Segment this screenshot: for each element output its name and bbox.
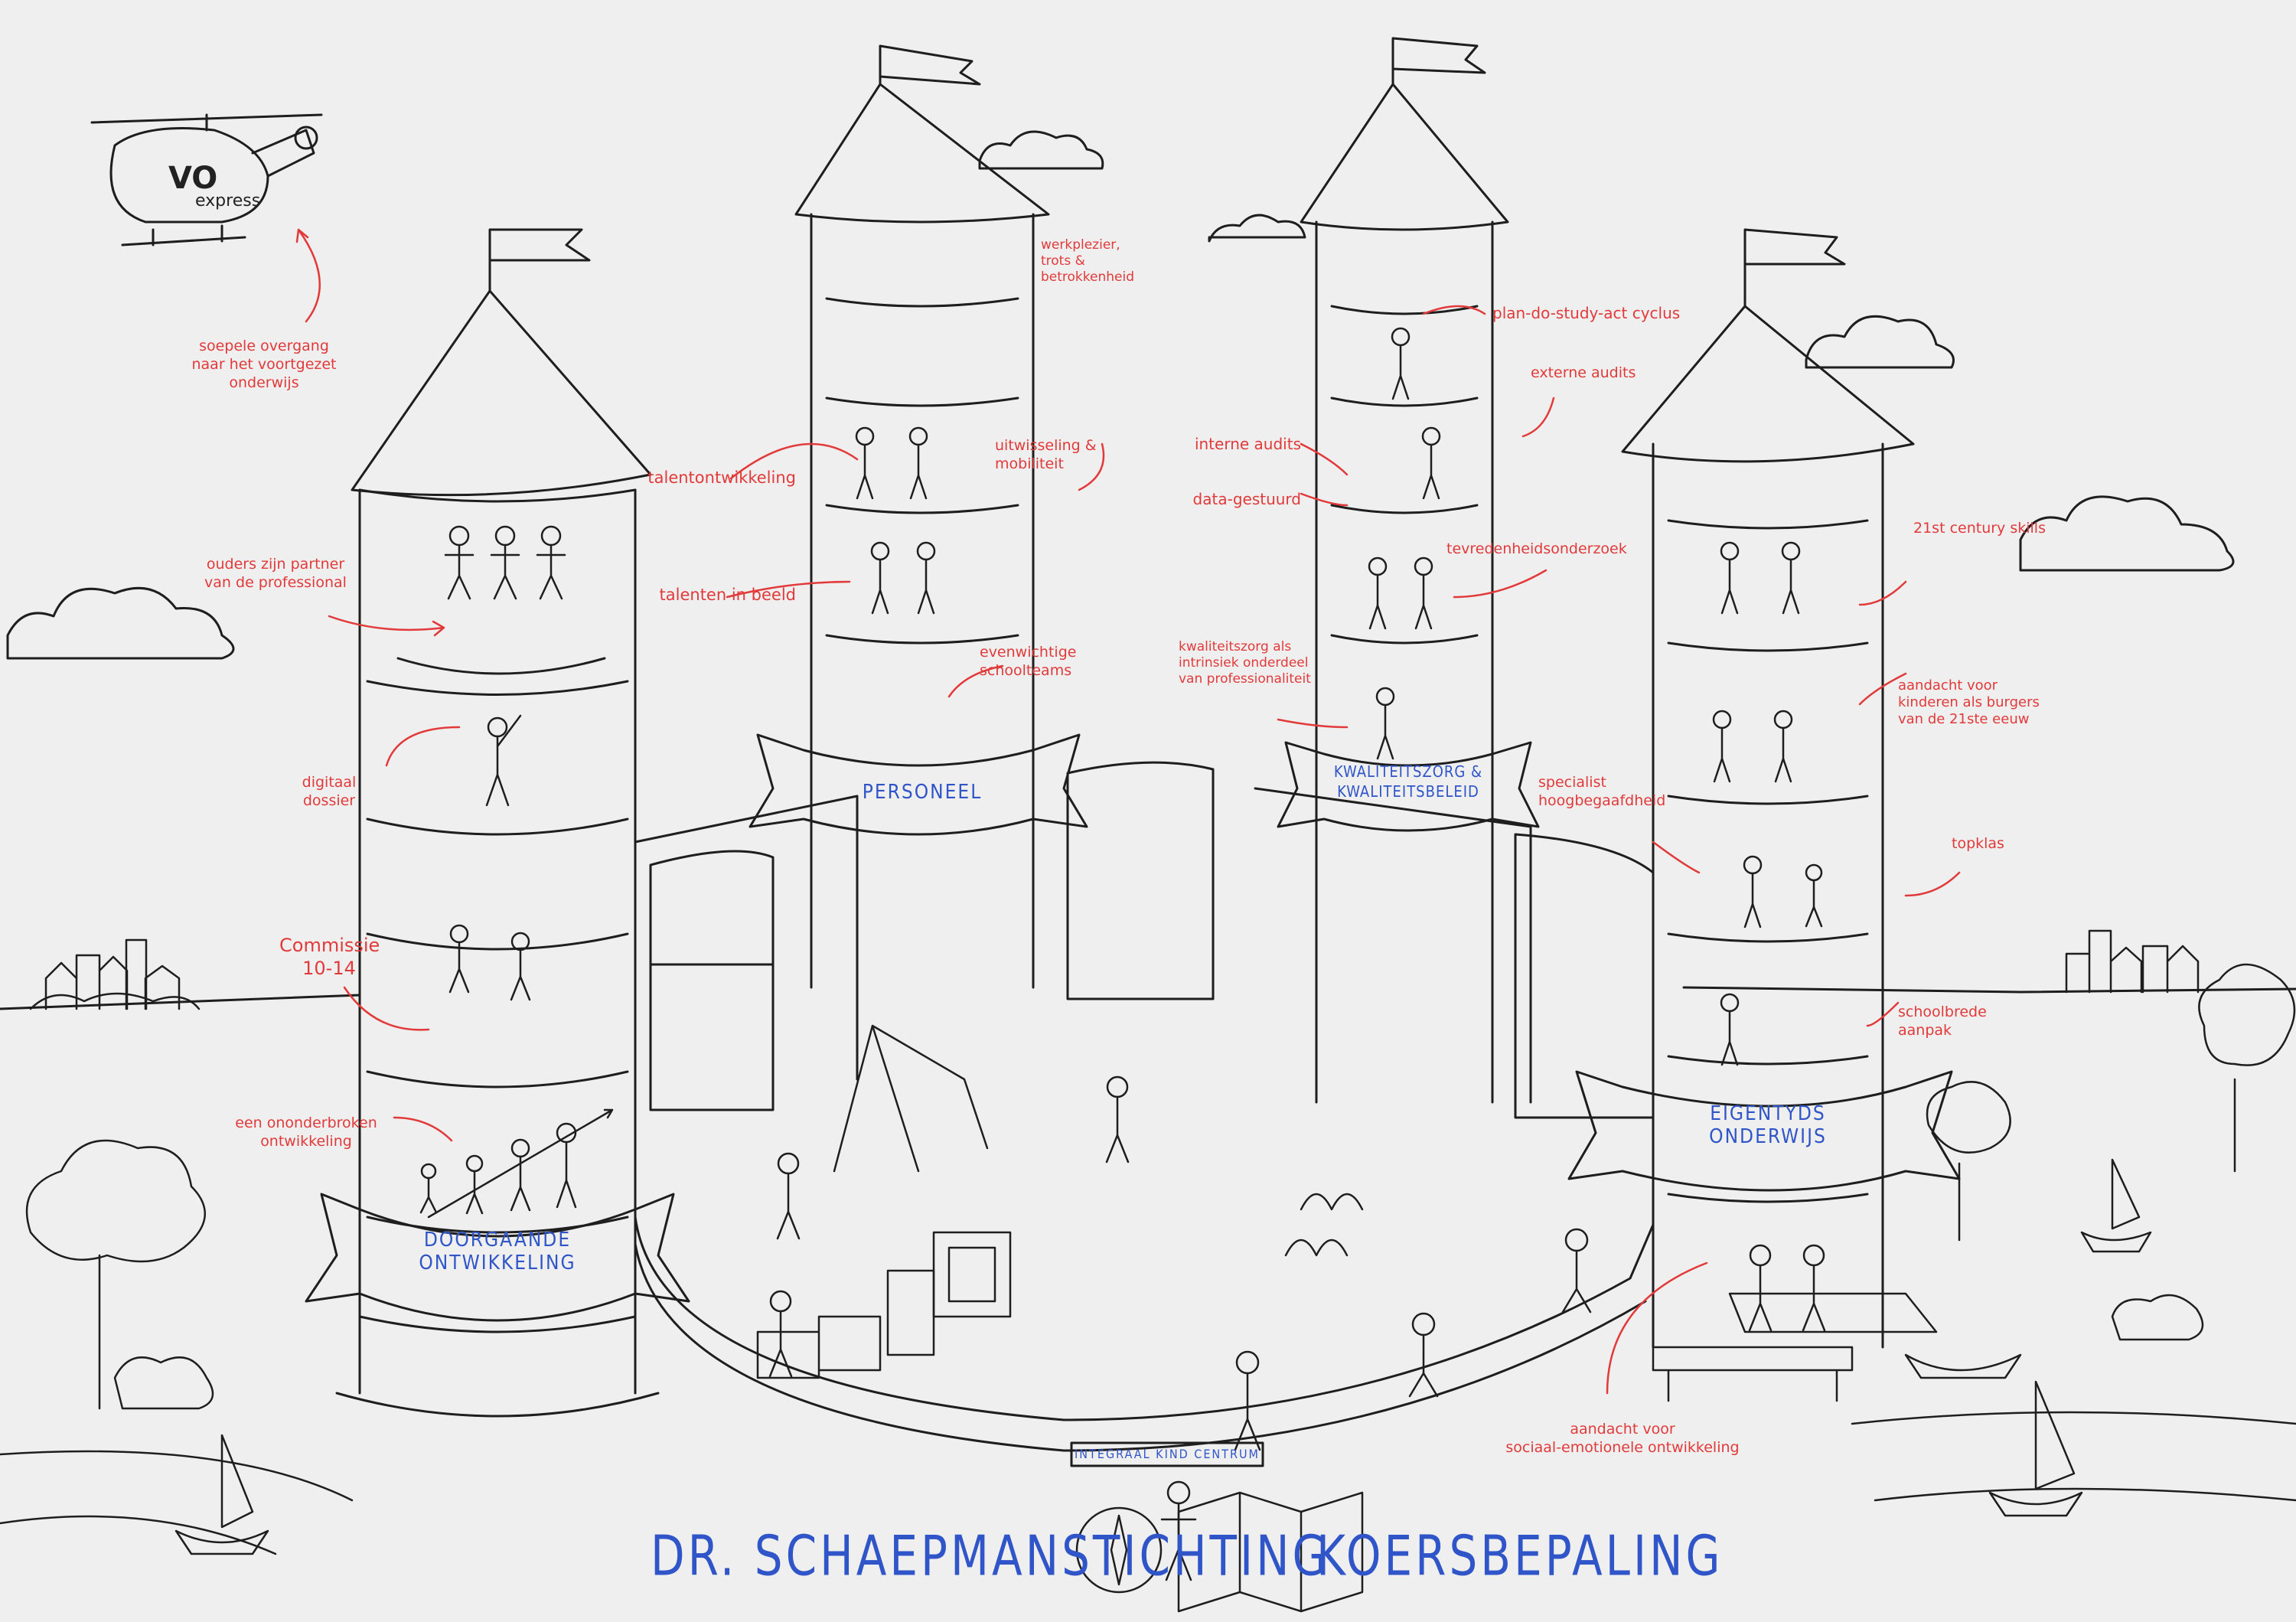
- bush-left: [113, 1356, 214, 1410]
- annotation-sociaal-emotionele-ontwikkeling: aandacht voor sociaal-emotionele ontwikk…: [1505, 1421, 1740, 1456]
- banner-eigentijds-onderwijs: EIGENTYDS ONDERWIJS: [1709, 1102, 1827, 1148]
- tower-eigentijds-onderwijs: [1621, 228, 1915, 1349]
- title-organization: DR. SCHAEPMANSTICHTING: [651, 1523, 1330, 1588]
- annotation-tevredenheidsonderzoek: tevredenheidsonderzoek: [1446, 540, 1627, 557]
- annotation-kwaliteitszorg-intrinsiek: kwaliteitszorg als intrinsiek onderdeel …: [1179, 639, 1311, 687]
- annotation-kinderen-als-burgers: aandacht voor kinderen als burgers van d…: [1898, 677, 2040, 727]
- dock: [1652, 1292, 1938, 1402]
- water-left: [0, 1450, 354, 1555]
- rowboat: [1904, 1353, 2022, 1379]
- map: [1177, 1491, 1364, 1613]
- gate-center: [1066, 761, 1215, 1000]
- annotation-evenwichtige-schoolteams: evenwichtige schoolteams: [980, 644, 1077, 679]
- banner-kwaliteitszorg: KWALITEITSZORG & KWALITEITSBELEID: [1333, 762, 1483, 801]
- annotation-digitaal-dossier: digitaal dossier: [302, 774, 357, 809]
- annotation-topklas: topklas: [1952, 835, 2004, 852]
- cloud-far-right: [2019, 495, 2235, 572]
- helicopter: [90, 113, 323, 246]
- trees: [25, 963, 2296, 1410]
- annotation-pdsa-cyclus: plan-do-study-act cyclus: [1492, 304, 1681, 322]
- boxes: [756, 1269, 935, 1379]
- courtyard-platform: [634, 1216, 1655, 1421]
- cloud-top-center: [978, 130, 1104, 170]
- annotation-21st-century-skills: 21st century skills: [1913, 520, 2046, 537]
- water-and-boats: [0, 1158, 2296, 1555]
- 3d-printer: [932, 1231, 1012, 1318]
- tree-right: [2198, 963, 2296, 1173]
- title-theme: KOERSBEPALING: [1316, 1523, 1724, 1588]
- helicopter-text: express: [195, 191, 261, 211]
- cloud-left: [6, 586, 235, 660]
- banner-doorgaande-ontwikkeling: DOORGAANDE ONTWIKKELING: [419, 1229, 576, 1274]
- figures: [419, 327, 1826, 1581]
- water-right: [1851, 1411, 2296, 1502]
- annotation-schoolbrede-aanpak: schoolbrede aanpak: [1898, 1004, 1987, 1039]
- helicopter-logo: VO: [168, 161, 218, 196]
- sailboat-mid: [2080, 1158, 2152, 1253]
- courtyard-wall: [634, 787, 1532, 1104]
- swing-set: [833, 1024, 989, 1173]
- annotation-talentontwikkeling: talentontwikkeling: [647, 468, 796, 487]
- annotation-uitwisseling: uitwisseling & mobiliteit: [995, 437, 1097, 472]
- sailboat-left: [174, 1434, 269, 1555]
- annotation-werkplezier: werkplezier, trots & betrokkenheid: [1041, 237, 1134, 285]
- annotation-soepele-overgang: soepele overgang naar het voortgezet ond…: [191, 338, 337, 391]
- banner-shapes: [305, 733, 1961, 1467]
- annotation-ononderbroken-ontwikkeling: een ononderbroken ontwikkeling: [235, 1115, 377, 1150]
- tower-kwaliteitszorg: [1300, 37, 1509, 1104]
- sailboat-right: [1988, 1380, 2083, 1517]
- banner-integraal-kind-centrum: INTEGRAAL KIND CENTRUM: [1075, 1447, 1260, 1461]
- annotation-ouders-partner: ouders zijn partner van de professional: [204, 556, 347, 591]
- cloud-mid: [1208, 214, 1306, 243]
- annotation-interne-audits: interne audits: [1194, 435, 1301, 453]
- tower-personeel: [794, 44, 1050, 989]
- tree-left: [25, 1139, 207, 1410]
- gate-left: [649, 850, 775, 1111]
- bush-right: [2111, 1294, 2204, 1341]
- annotation-commissie: Commissie 10-14: [279, 935, 380, 979]
- banner-personeel: PERSONEEL: [862, 781, 983, 804]
- compass: [1075, 1506, 1163, 1594]
- plants: [1284, 1193, 1364, 1257]
- village-right: [2065, 929, 2200, 994]
- annotation-externe-audits: externe audits: [1531, 364, 1636, 381]
- courtyard-objects: [756, 1024, 1938, 1402]
- compass-and-map: [1075, 1491, 1364, 1613]
- annotation-data-gestuurd: data-gestuurd: [1192, 490, 1301, 508]
- annotation-specialist-hoogbegaafdheid: specialist hoogbegaafdheid: [1538, 774, 1666, 809]
- annotation-talenten-in-beeld: talenten in beeld: [659, 586, 796, 604]
- cloud-right-tower: [1805, 315, 1955, 369]
- tree-right-2: [1926, 1081, 2011, 1242]
- village-left: [29, 938, 201, 1010]
- courtyard-platform-edge: [634, 1242, 1647, 1452]
- annotation-arrows: [295, 228, 1961, 1395]
